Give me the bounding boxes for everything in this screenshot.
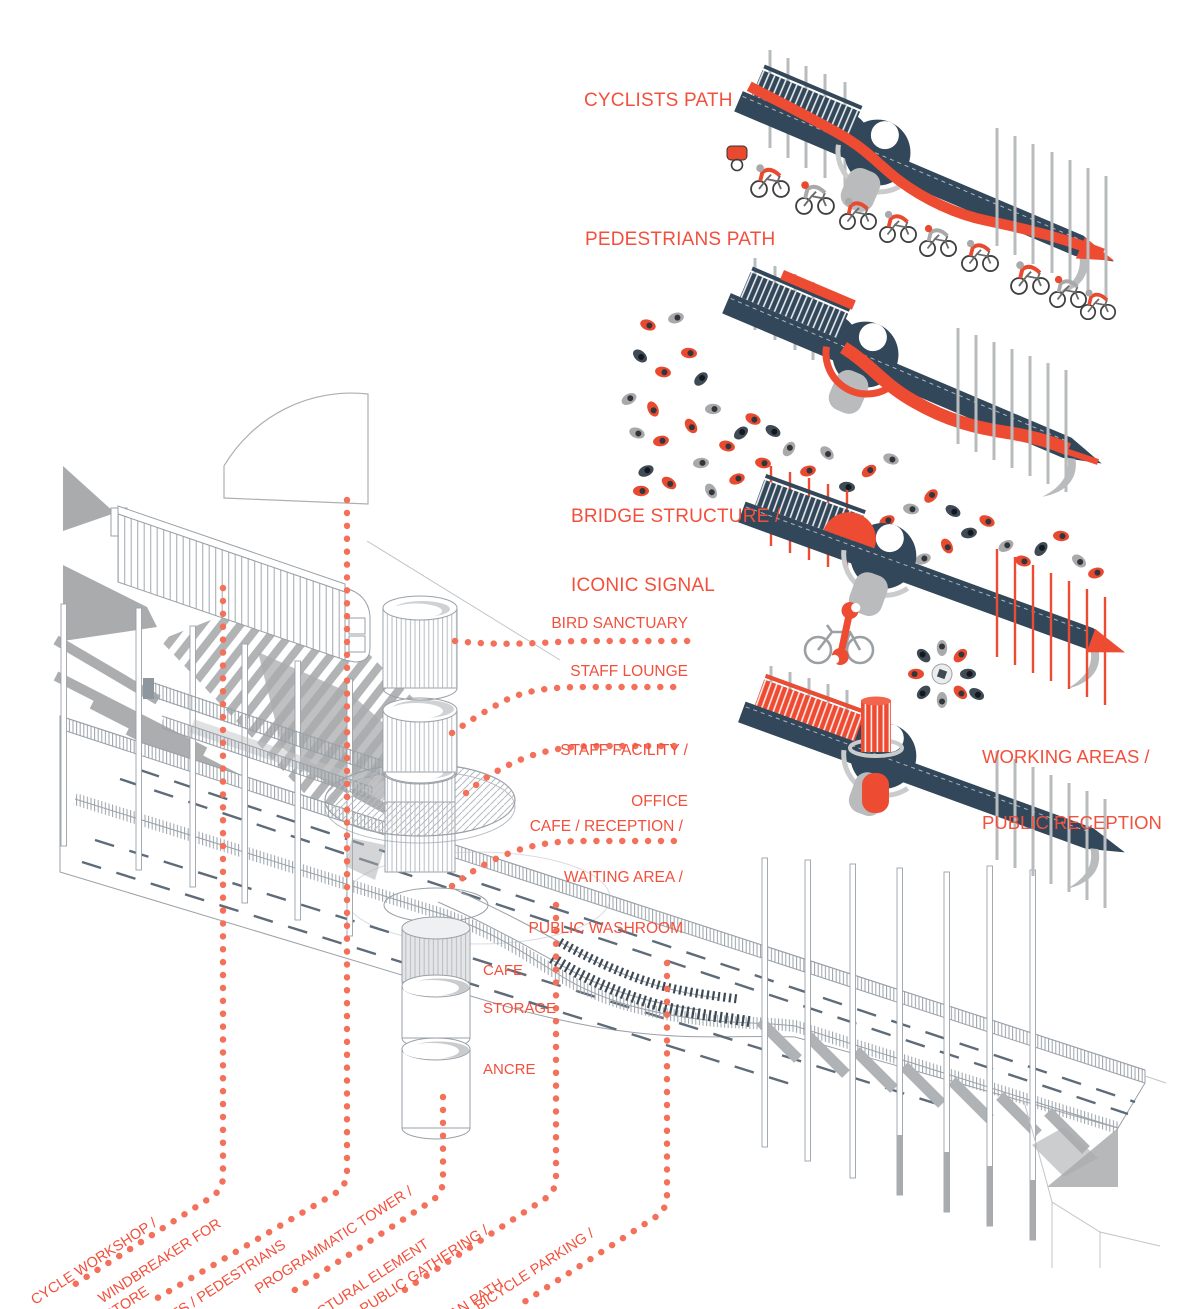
label-cyclists-path: CYCLISTS PATH (584, 90, 733, 111)
storage-cylinder (401, 974, 471, 1050)
red-pedestrian-loop (822, 346, 890, 398)
label-ancre: ANCRE (483, 1061, 536, 1078)
red-cyclists-path-ribbon (746, 81, 1105, 259)
windbreaker-wall (110, 505, 371, 663)
round-table-gathering-figures (908, 640, 986, 708)
diagram-working-areas (723, 666, 1140, 908)
structural-poles (60, 603, 1036, 1241)
ancre-cylinder (401, 1037, 471, 1140)
red-reception-tower (848, 696, 904, 813)
leader-bicycle-parking (514, 959, 671, 1309)
label-staff-facility-office: STAFF FACILITY / OFFICE (560, 742, 688, 810)
leader-cafe-reception (448, 837, 684, 890)
label-pedestrians-path: PEDESTRIANS PATH (585, 229, 776, 250)
diagram-cyclists-path (717, 50, 1131, 322)
red-pedestrians-path-ribbon (839, 341, 1072, 456)
programmatic-tower (324, 595, 516, 923)
diagram-bridge-structure (723, 466, 1140, 708)
label-storage: STORAGE (483, 1000, 557, 1017)
leader-staff-lounge (448, 683, 687, 737)
label-bridge-structure: BRIDGE STRUCTURE / ICONIC SIGNAL (571, 506, 781, 596)
label-working-areas: WORKING AREAS / PUBLIC RECEPTION (982, 746, 1162, 833)
label-cafe-reception: CAFE / RECEPTION / WAITING AREA / PUBLIC… (528, 818, 683, 937)
foundation-cylinders (401, 916, 471, 1140)
label-cafe: CAFE (483, 962, 524, 979)
red-iconic-dome (823, 512, 876, 549)
abutment (1022, 1097, 1161, 1268)
tower-bird-sanctuary-cylinder (382, 595, 458, 701)
label-staff-lounge: STAFF LOUNGE (570, 663, 688, 680)
leader-lines (62, 496, 692, 1309)
leader-staff-facility (462, 742, 687, 797)
iconic-signal-fan-outline (223, 392, 369, 505)
leader-public-gathering (396, 901, 560, 1297)
label-bird-sanctuary: BIRD SANCTUARY (551, 615, 688, 632)
parked-bicycles-row (549, 938, 753, 1028)
cafe-cylinder (401, 916, 471, 994)
leader-bird-sanctuary (451, 637, 692, 647)
leader-windbreaker (150, 496, 351, 1304)
diagram-pedestrians-path (619, 258, 1122, 581)
main-bridge-drawing (53, 392, 1167, 1309)
tower-staff-lounge-cylinder (382, 697, 458, 785)
